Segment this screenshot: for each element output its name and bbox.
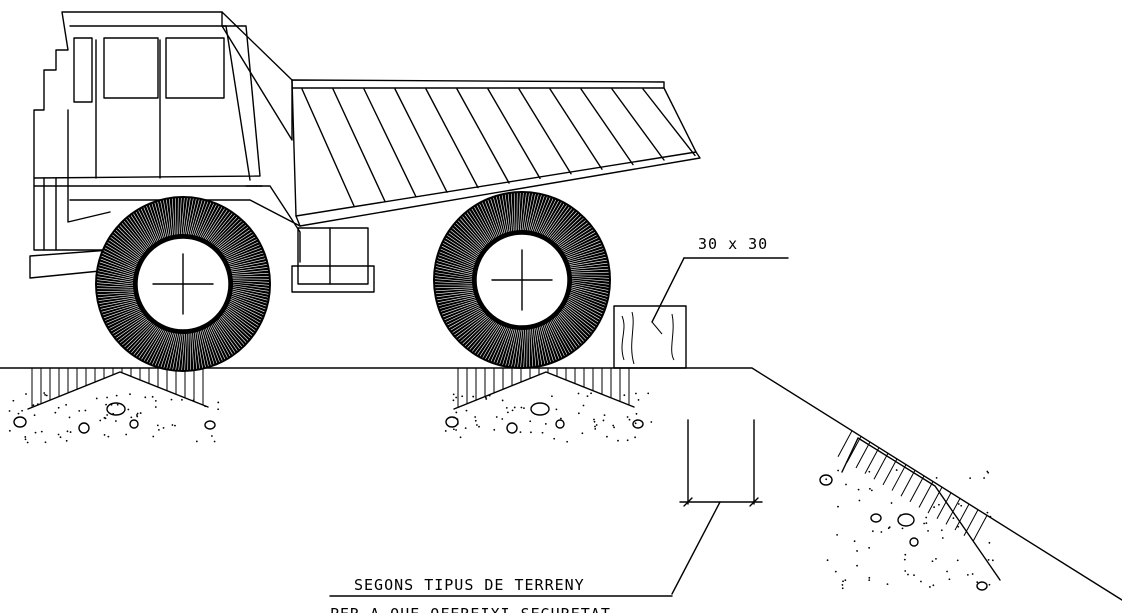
ground-line (0, 367, 1122, 601)
terrain-type-label: SEGONS TIPUS DE TERRENY (354, 576, 585, 594)
compaction-hatch-front (457, 368, 630, 408)
ground (0, 367, 1122, 601)
safety-label: PER A QUE OFEREIXI SEGURETAT (330, 605, 611, 613)
compaction-hatch-rear (31, 368, 204, 408)
chassis-box (291, 227, 375, 293)
wheel-stop-block: 30 x 30 (613, 235, 789, 369)
front-wheel (433, 191, 611, 369)
soil-rear-wheel (8, 368, 220, 444)
rear-wheel (95, 196, 271, 372)
compaction-hatch-slope (837, 430, 988, 542)
block-size-label: 30 x 30 (698, 235, 768, 253)
soil-front-wheel (444, 368, 653, 443)
soil-dots-slope (825, 469, 994, 590)
safety-distance-dimension: SEGONS TIPUS DE TERRENY PER A QUE OFEREI… (329, 419, 763, 613)
soil-slope (819, 430, 1001, 591)
soil-dots-front (444, 392, 653, 443)
dump-body (291, 79, 701, 227)
dump-truck (29, 11, 701, 372)
soil-dots-rear (8, 392, 220, 444)
cab (29, 11, 301, 279)
